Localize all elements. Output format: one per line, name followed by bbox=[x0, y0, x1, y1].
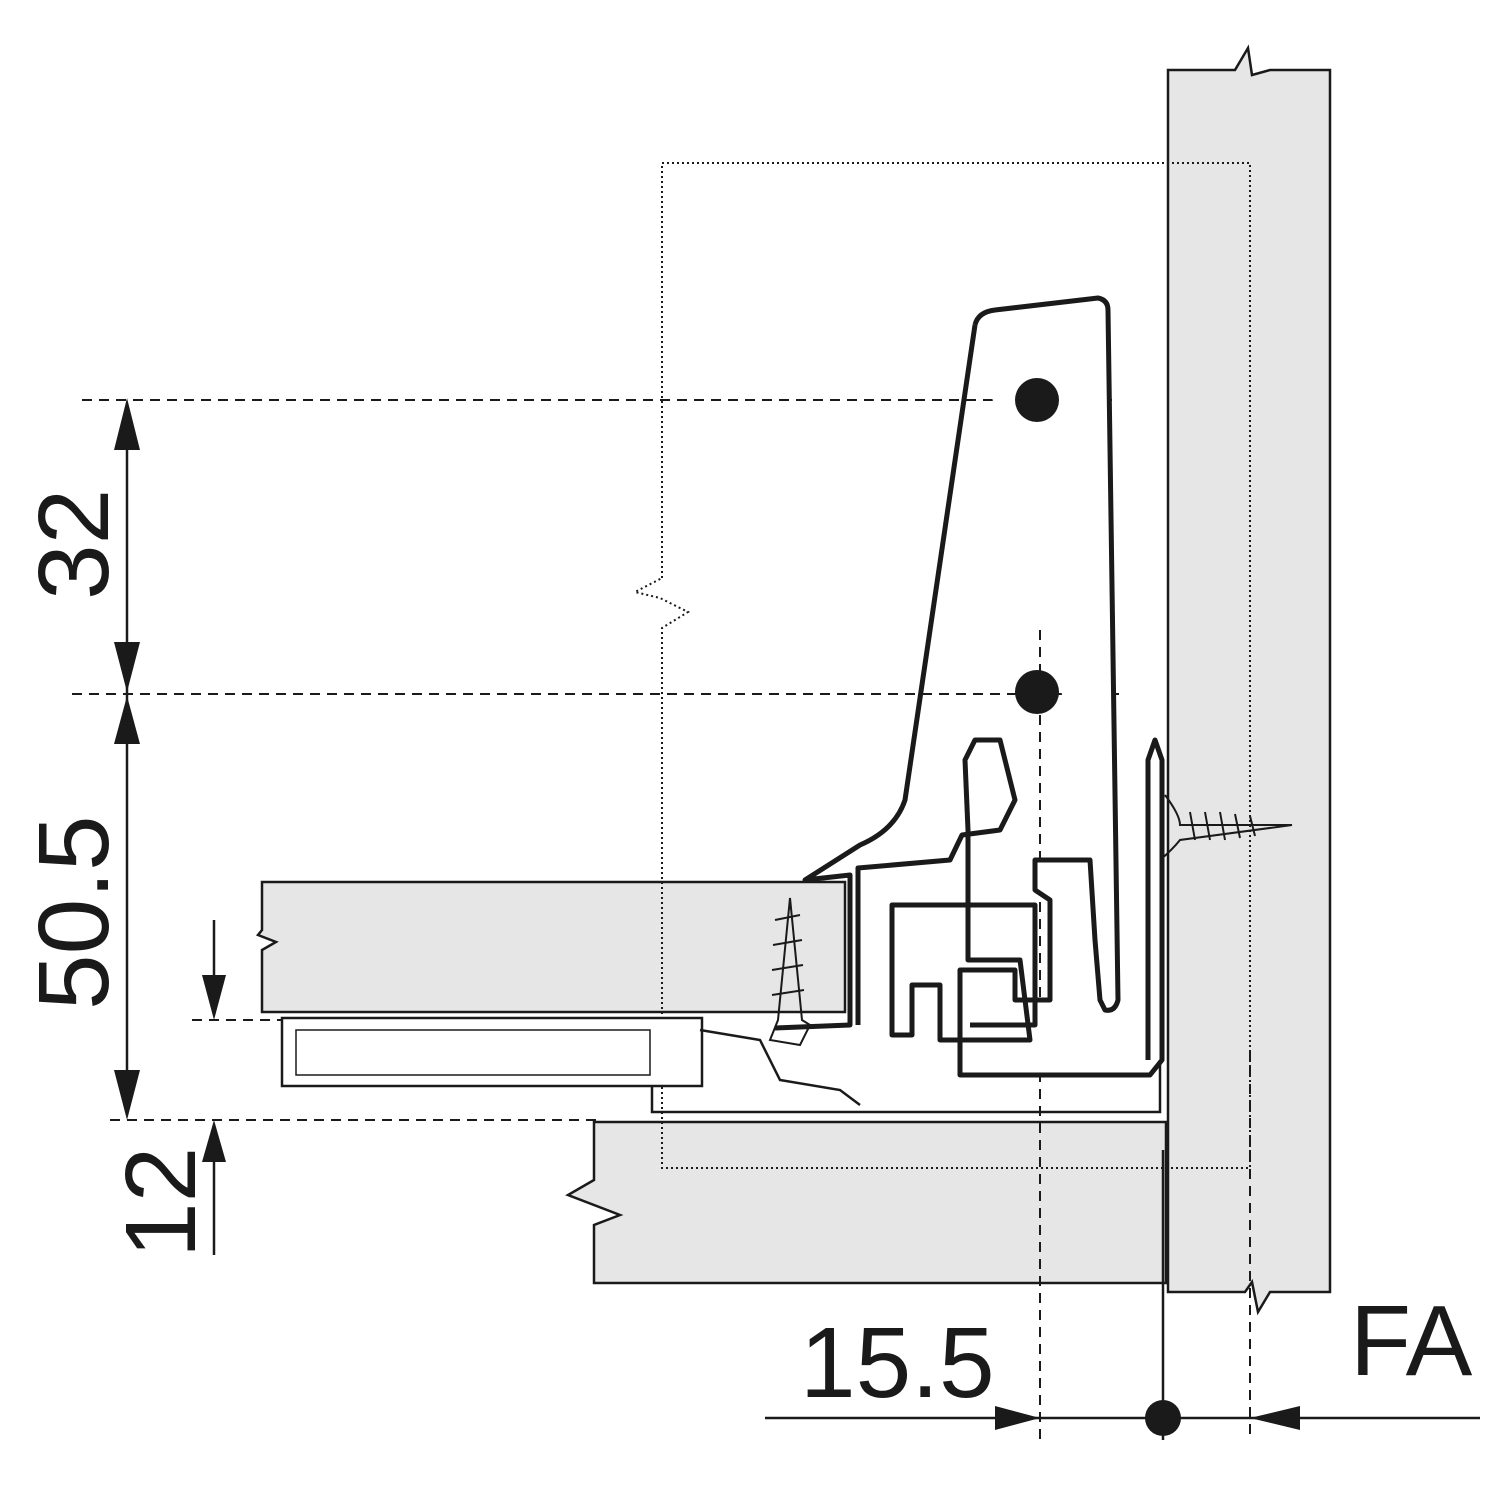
runner-clip bbox=[855, 737, 1038, 1043]
screw-bottom bbox=[768, 897, 812, 1047]
bottom-panel bbox=[565, 1120, 1168, 1285]
dim-15-5-label: 15.5 bbox=[800, 1307, 995, 1419]
mounting-bracket bbox=[957, 295, 1165, 1078]
reference-point bbox=[1145, 1400, 1181, 1436]
drawer-bottom-board bbox=[255, 880, 847, 1014]
dimension-lines bbox=[125, 420, 1480, 1440]
runner bbox=[280, 1016, 1162, 1114]
dim-50-5-label: 50.5 bbox=[18, 815, 130, 1010]
fa-label: FA bbox=[1350, 1285, 1473, 1397]
dim-12-label: 12 bbox=[105, 1147, 217, 1258]
bracket-upright bbox=[774, 324, 978, 1031]
screw-side bbox=[1159, 794, 1293, 861]
dim-32-label: 32 bbox=[18, 489, 130, 600]
hole-lower bbox=[1015, 670, 1059, 714]
drawer-outline bbox=[632, 162, 1251, 1169]
hole-upper bbox=[1015, 378, 1059, 422]
dimension-arrows bbox=[114, 378, 1300, 1436]
